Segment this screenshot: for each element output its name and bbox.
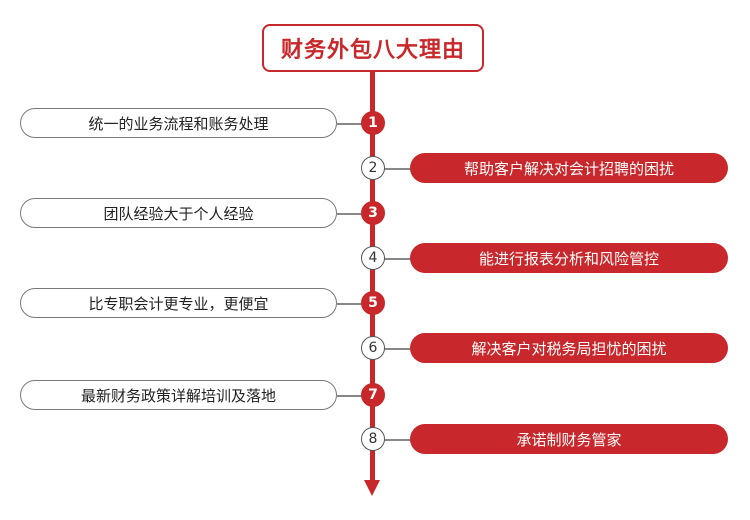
timeline-axis	[370, 72, 375, 486]
connector-8	[384, 439, 412, 441]
diagram-title: 财务外包八大理由	[262, 24, 484, 72]
connector-4	[384, 258, 412, 260]
reason-item-8: 承诺制财务管家	[410, 424, 728, 454]
reason-item-1: 统一的业务流程和账务处理	[20, 108, 337, 138]
reason-item-4: 能进行报表分析和风险管控	[410, 243, 728, 273]
reason-number-1: 1	[361, 111, 385, 135]
connector-2	[384, 168, 412, 170]
connector-5	[337, 303, 363, 305]
reason-item-6: 解决客户对税务局担忧的困扰	[410, 333, 728, 363]
reason-item-3: 团队经验大于个人经验	[20, 198, 337, 228]
connector-7	[337, 395, 363, 397]
reason-number-7: 7	[361, 383, 385, 407]
connector-3	[337, 213, 363, 215]
reason-number-6: 6	[361, 336, 385, 360]
reason-number-3: 3	[361, 201, 385, 225]
reason-item-2: 帮助客户解决对会计招聘的困扰	[410, 153, 728, 183]
reason-number-5: 5	[361, 291, 385, 315]
arrow-down-icon	[364, 480, 380, 496]
connector-1	[337, 123, 363, 125]
connector-6	[384, 348, 412, 350]
reason-item-7: 最新财务政策详解培训及落地	[20, 380, 337, 410]
reason-number-4: 4	[361, 246, 385, 270]
reason-number-2: 2	[361, 156, 385, 180]
reason-item-5: 比专职会计更专业，更便宜	[20, 288, 337, 318]
reason-number-8: 8	[361, 427, 385, 451]
